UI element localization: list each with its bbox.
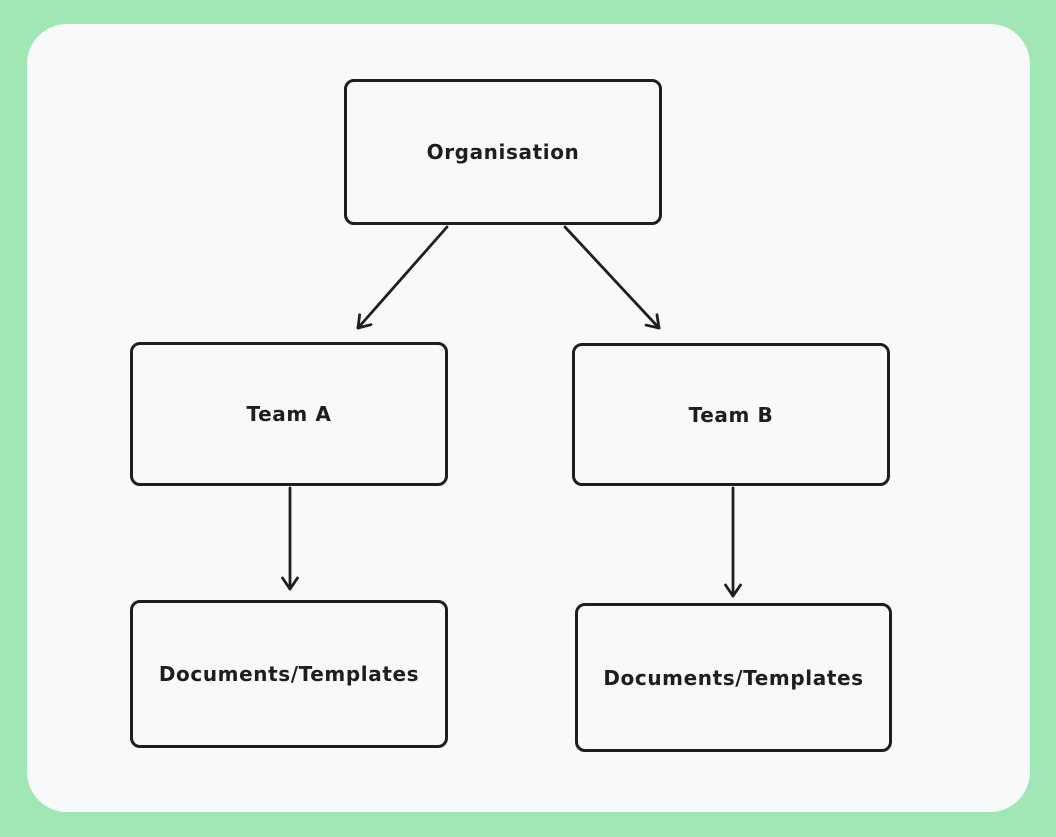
node-team-b: Team B	[572, 343, 890, 486]
node-documents-templates-a-label: Documents/Templates	[158, 662, 420, 686]
node-documents-templates-b-label: Documents/Templates	[603, 665, 864, 690]
whiteboard-canvas	[27, 24, 1030, 812]
node-organisation: Organisation	[344, 79, 662, 225]
node-team-a-label: Team A	[246, 402, 332, 426]
node-documents-templates-a: Documents/Templates	[130, 600, 448, 748]
node-team-b-label: Team B	[688, 402, 774, 427]
node-documents-templates-b: Documents/Templates	[575, 603, 892, 752]
node-organisation-label: Organisation	[426, 140, 580, 164]
node-team-a: Team A	[130, 342, 448, 486]
